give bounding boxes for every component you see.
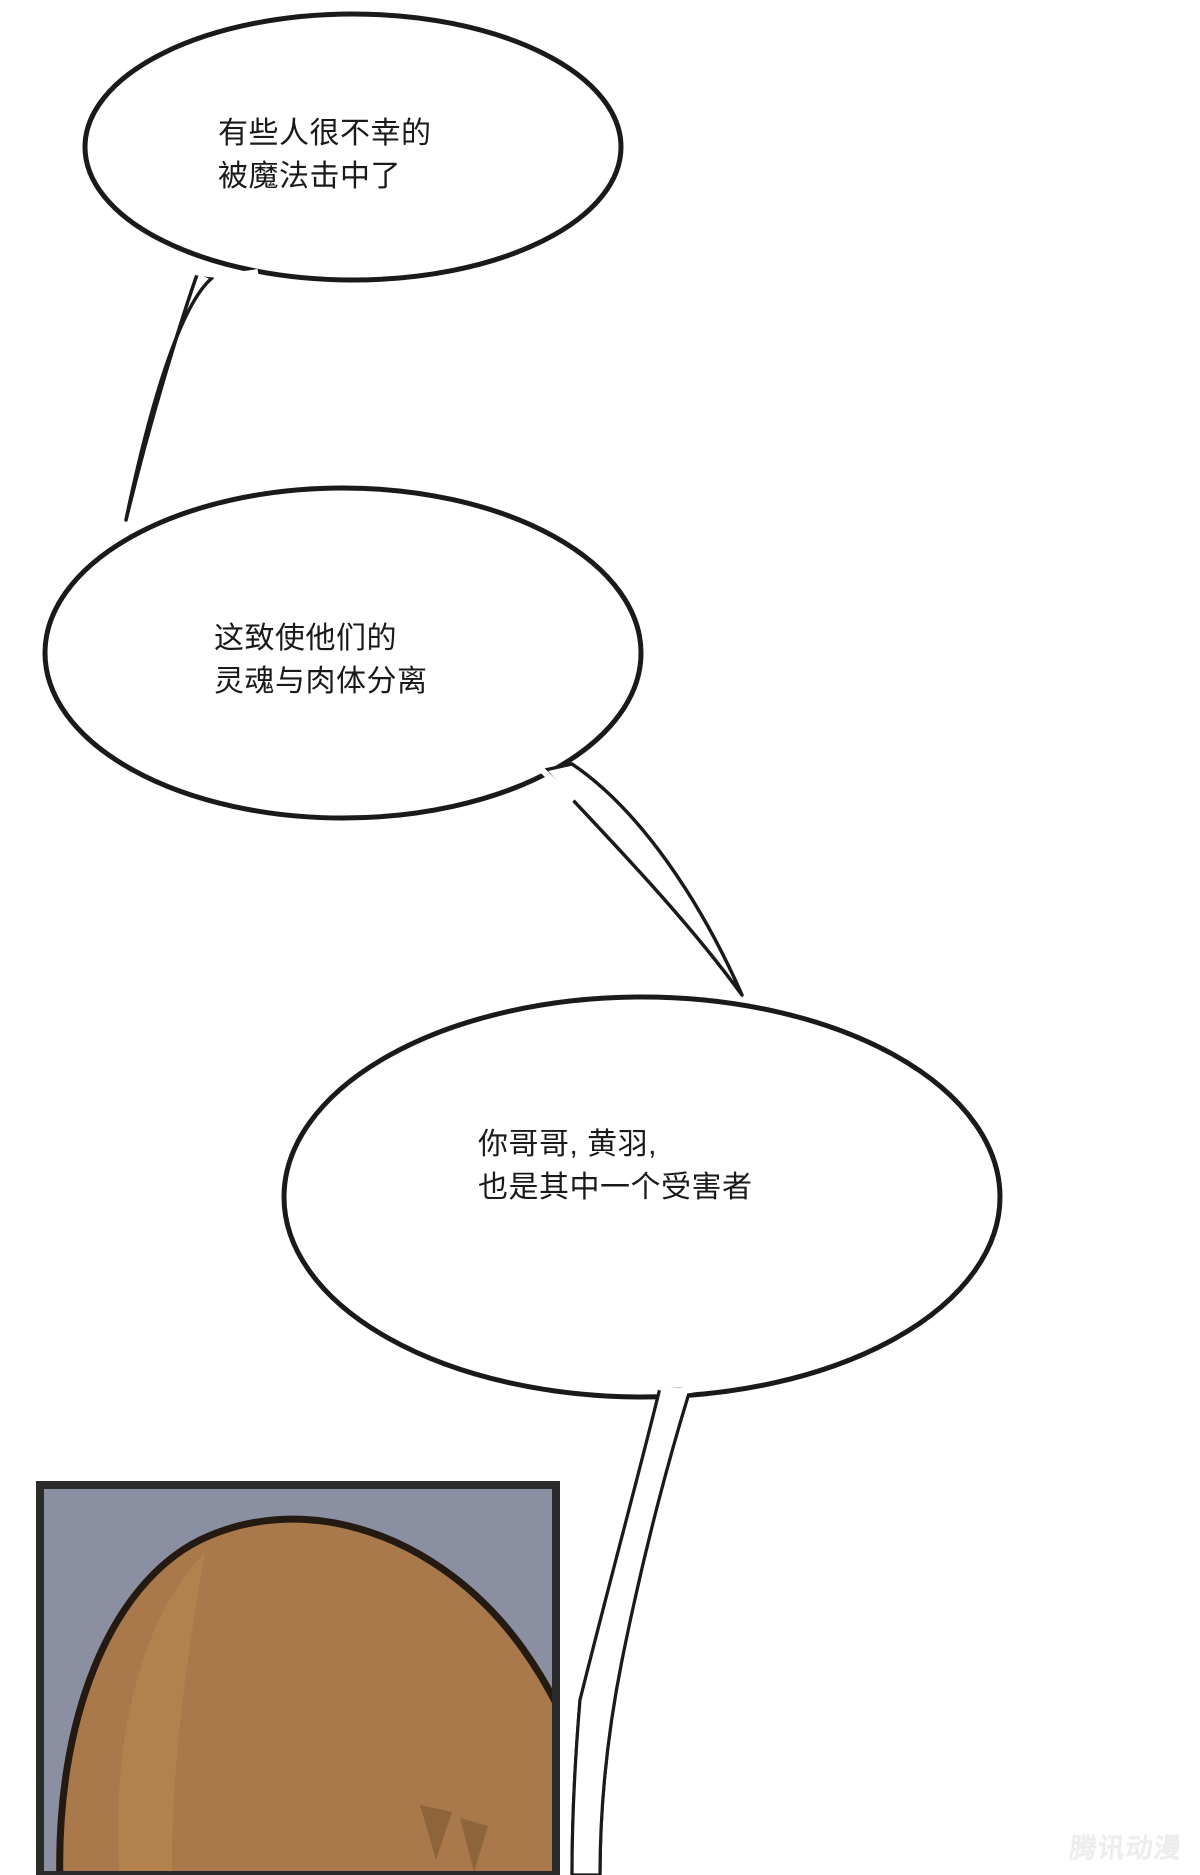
hair-strand-a: [420, 1805, 452, 1860]
watermark-tencent-comics: 腾讯动漫: [1068, 1833, 1184, 1864]
panel-border: [36, 1481, 560, 1875]
speech-bubble-1-tail-joint: [189, 268, 259, 278]
speech-bubble-2-body: [42, 485, 644, 821]
speech-bubble-3-body: [281, 994, 1003, 1400]
speech-bubble-2-text: 这致使他们的 灵魂与肉体分离: [214, 622, 428, 698]
speech-bubble-2-tail-joint: [531, 759, 576, 803]
speech-bubble-2-tail-overlay: [543, 762, 744, 997]
speech-bubble-1-text: 有些人很不幸的 被魔法击中了: [218, 117, 432, 193]
panel-character: [56, 1515, 556, 1875]
speech-bubble-1-body: [82, 11, 624, 283]
speech-bubble-2: [42, 485, 744, 997]
hair-strand-b: [460, 1818, 488, 1872]
speech-bubble-3-tail-joint: [650, 1381, 704, 1394]
speech-bubble-3-text: 你哥哥, 黄羽, 也是其中一个受害者: [478, 1128, 753, 1204]
speech-bubble-1: [82, 11, 624, 522]
bottom-panel: [36, 1481, 560, 1875]
speech-bubble-3-tail-overlay: [570, 1386, 692, 1875]
hair-highlight: [118, 1552, 205, 1875]
speech-bubble-1-tail-overlay: [124, 270, 214, 522]
speech-bubble-3: [281, 994, 1003, 1875]
